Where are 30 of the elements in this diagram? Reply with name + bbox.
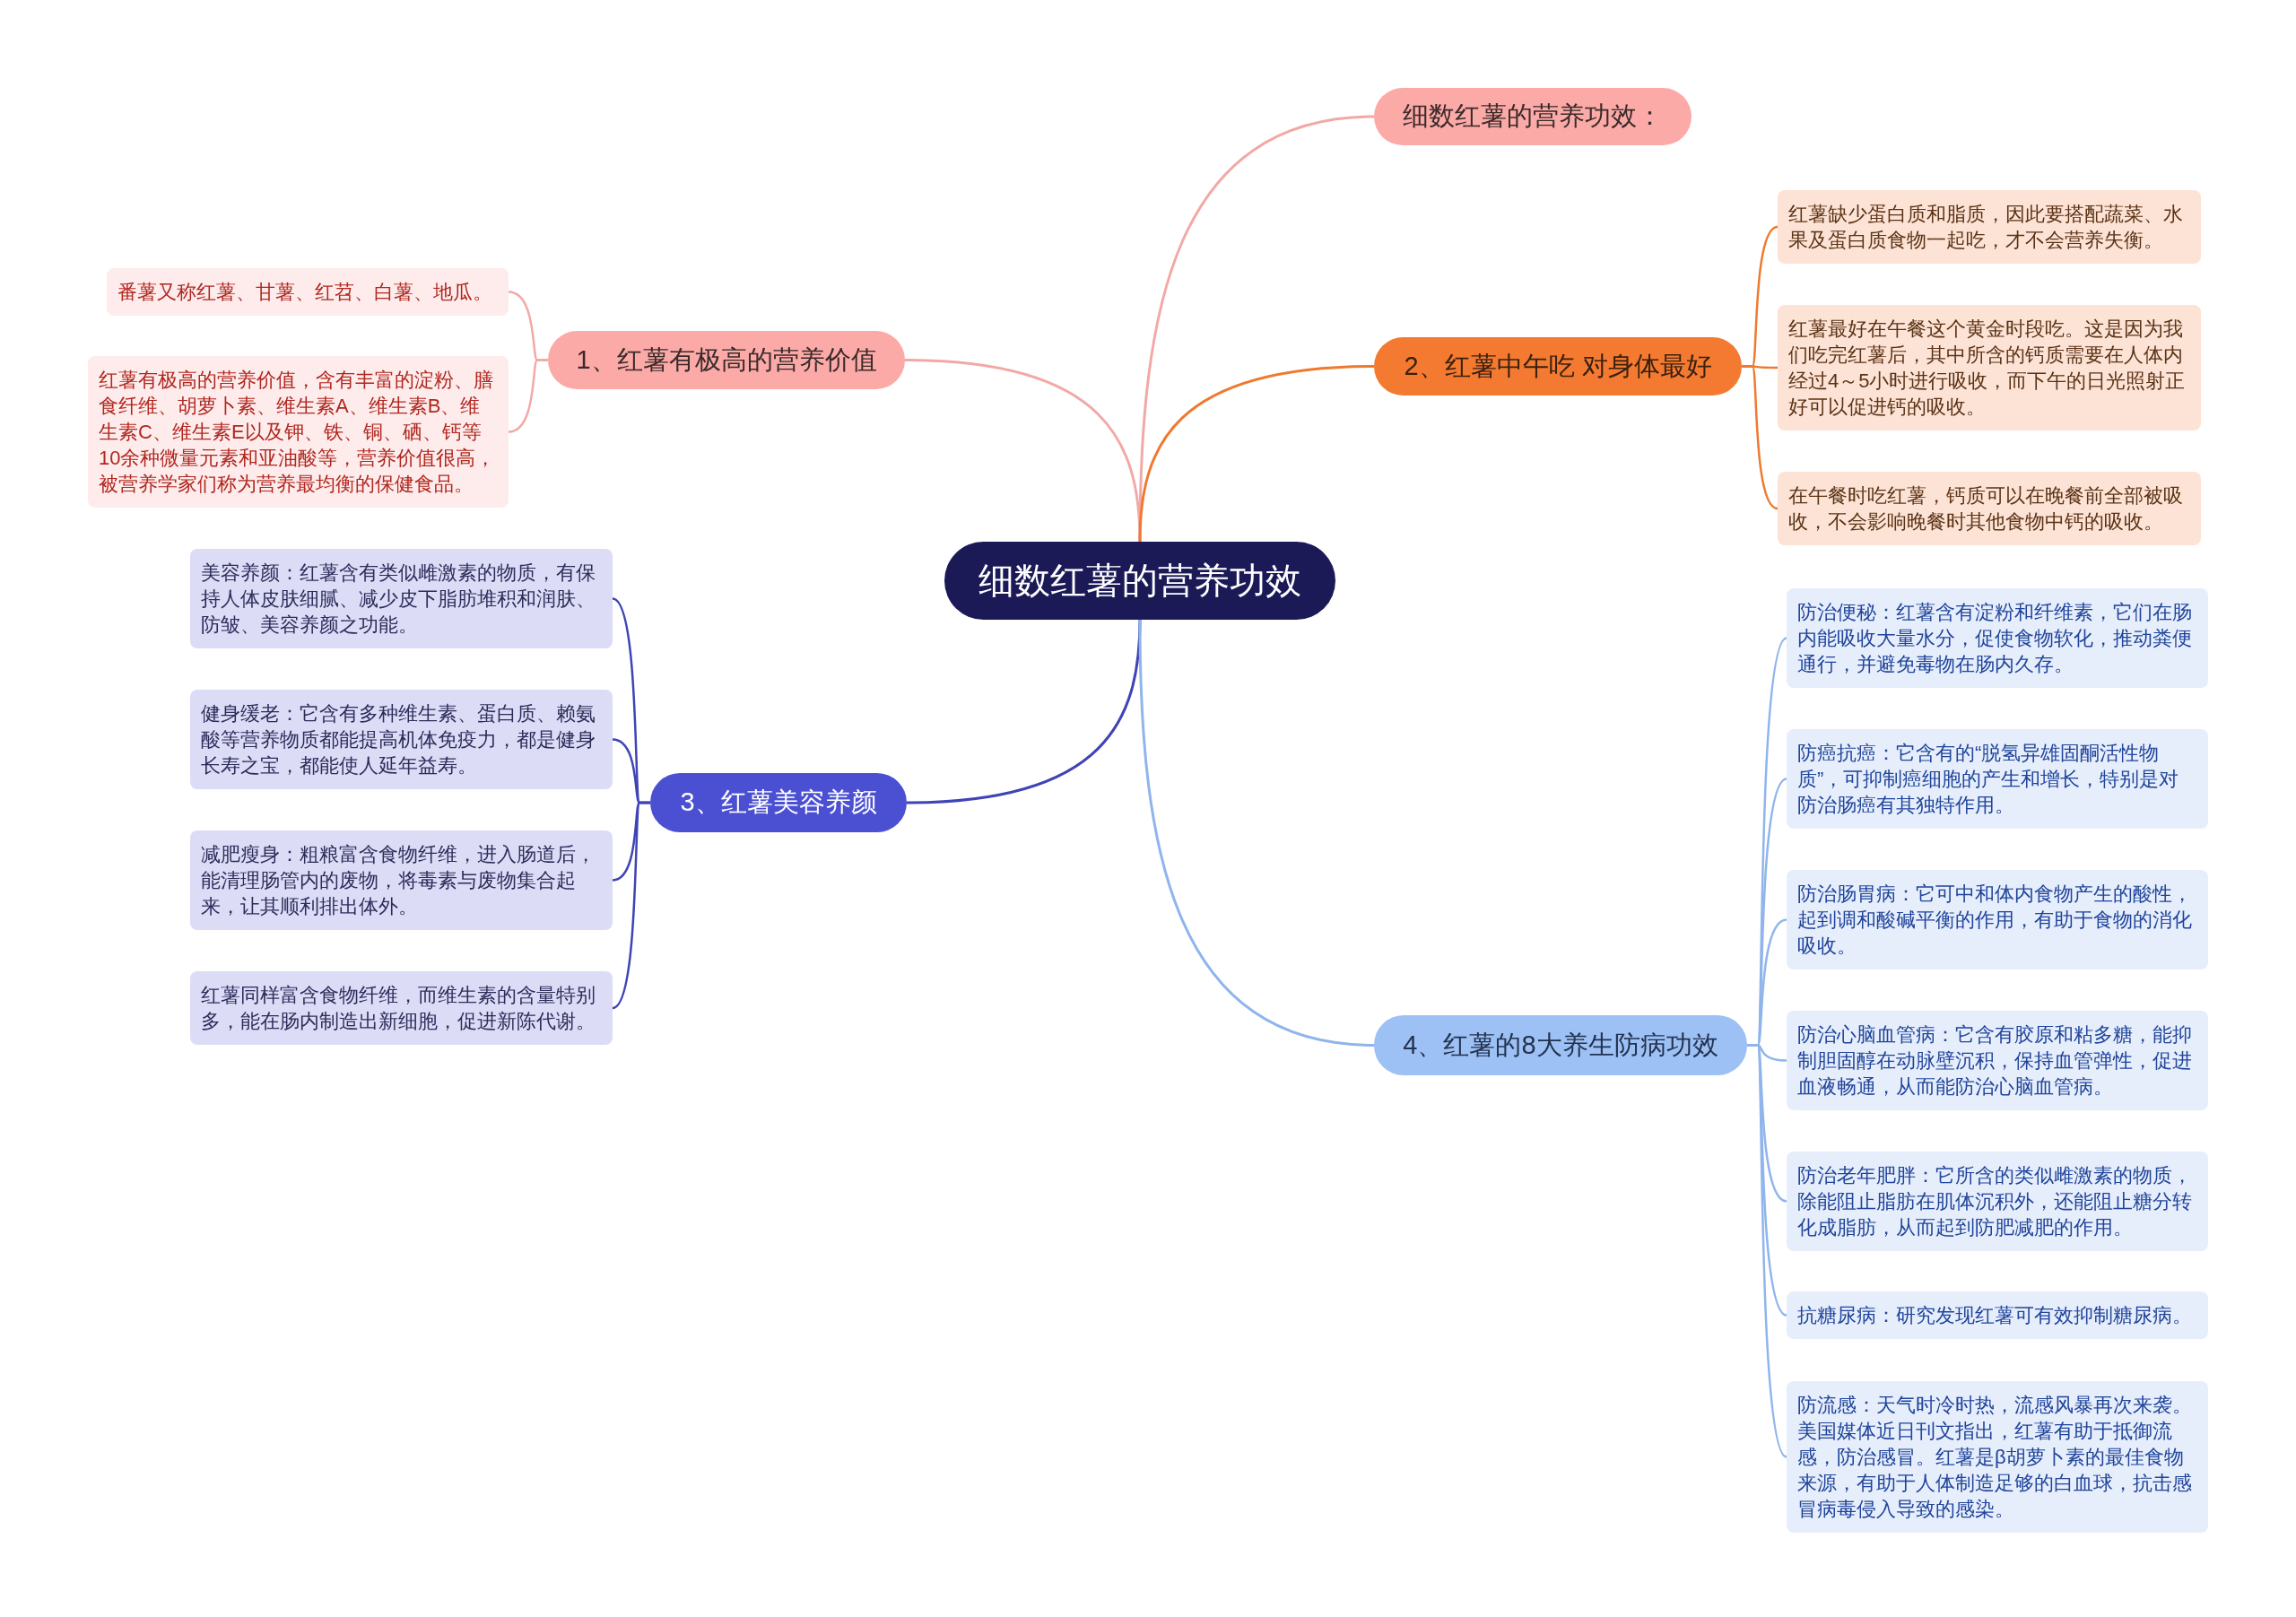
note-card: 防癌抗癌：它含有的“脱氢异雄固酮活性物质”，可抑制癌细胞的产生和增长，特别是对防治肠癌有其独特作用。 <box>1787 729 2208 829</box>
connector <box>1747 1044 1787 1458</box>
note-card: 防治老年肥胖：它所含的类似雌激素的物质，除能阻止脂肪在肌体沉积外，还能阻止糖分转化成脂肪，从而起到防肥减肥的作用。 <box>1787 1152 2208 1251</box>
note-card: 抗糖尿病：研究发现红薯可有效抑制糖尿病。 <box>1787 1291 2208 1339</box>
note-card: 防流感：天气时冷时热，流感风暴再次来袭。美国媒体近日刊文指出，红薯有助于抵御流感，防治感冒。红薯是β胡萝卜素的最佳食物来源，有助于人体制造足够的白血球，抗击感冒病毒侵入导致的感染。 <box>1787 1381 2208 1533</box>
note-card: 健身缓老：它含有多种维生素、蛋白质、赖氨酸等营养物质都能提高机体免疫力，都是健身长寿之宝，都能使人延年益寿。 <box>190 690 613 789</box>
branch-topic: 3、红薯美容养颜 <box>650 773 907 832</box>
connector <box>1138 619 1375 1047</box>
branch-topic: 2、红薯中午吃 对身体最好 <box>1374 337 1742 396</box>
note-card: 减肥瘦身：粗粮富含食物纤维，进入肠道后，能清理肠管内的废物，将毒素与废物集合起来，让其顺利排出体外。 <box>190 830 613 930</box>
connector <box>1138 365 1375 543</box>
note-card: 红薯最好在午餐这个黄金时段吃。这是因为我们吃完红薯后，其中所含的钙质需要在人体内经过4～5小时进行吸收，而下午的日光照射正好可以促进钙的吸收。 <box>1778 305 2201 430</box>
connector <box>906 619 1142 804</box>
connector <box>508 359 548 433</box>
connector <box>904 359 1142 543</box>
note-card: 防治心脑血管病：它含有胶原和粘多糖，能抑制胆固醇在动脉壁沉积，保持血管弹性，促进血液畅通，从而能防治心脑血管病。 <box>1787 1011 2208 1110</box>
connector <box>612 801 650 1010</box>
note-card: 红薯同样富含食物纤维，而维生素的含量特别多，能在肠内制造出新细胞，促进新陈代谢。 <box>190 971 613 1045</box>
note-card: 红薯缺少蛋白质和脂质，因此要搭配蔬菜、水果及蛋白质食物一起吃，才不会营养失衡。 <box>1778 190 2201 264</box>
note-card: 防治便秘：红薯含有淀粉和纤维素，它们在肠内能吸收大量水分，促使食物软化，推动粪便通行，并避免毒物在肠内久存。 <box>1787 588 2208 688</box>
note-card: 番薯又称红薯、甘薯、红苕、白薯、地瓜。 <box>107 268 509 316</box>
central-topic: 细数红薯的营养功效 <box>944 542 1335 620</box>
note-card: 美容养颜：红薯含有类似雌激素的物质，有保持人体皮肤细腻、减少皮下脂肪堆积和润肤、防皱、美容养颜之功能。 <box>190 549 613 648</box>
connector <box>1742 365 1779 510</box>
note-card: 防治肠胃病：它可中和体内食物产生的酸性，起到调和酸碱平衡的作用，有助于食物的消化吸收。 <box>1787 870 2208 969</box>
note-card: 在午餐时吃红薯，钙质可以在晚餐前全部被吸收，不会影响晚餐时其他食物中钙的吸收。 <box>1778 472 2201 545</box>
branch-topic: 4、红薯的8大养生防病功效 <box>1374 1015 1747 1075</box>
note-card: 红薯有极高的营养价值，含有丰富的淀粉、膳食纤维、胡萝卜素、维生素A、维生素B、维生素C、维生素E以及钾、铁、铜、硒、钙等10余种微量元素和亚油酸等，营养价值很高，被营养学家们称为营养最均衡的保健食品。 <box>88 356 509 508</box>
branch-topic: 1、红薯有极高的营养价值 <box>548 331 905 389</box>
branch-topic: 细数红薯的营养功效： <box>1374 88 1692 145</box>
